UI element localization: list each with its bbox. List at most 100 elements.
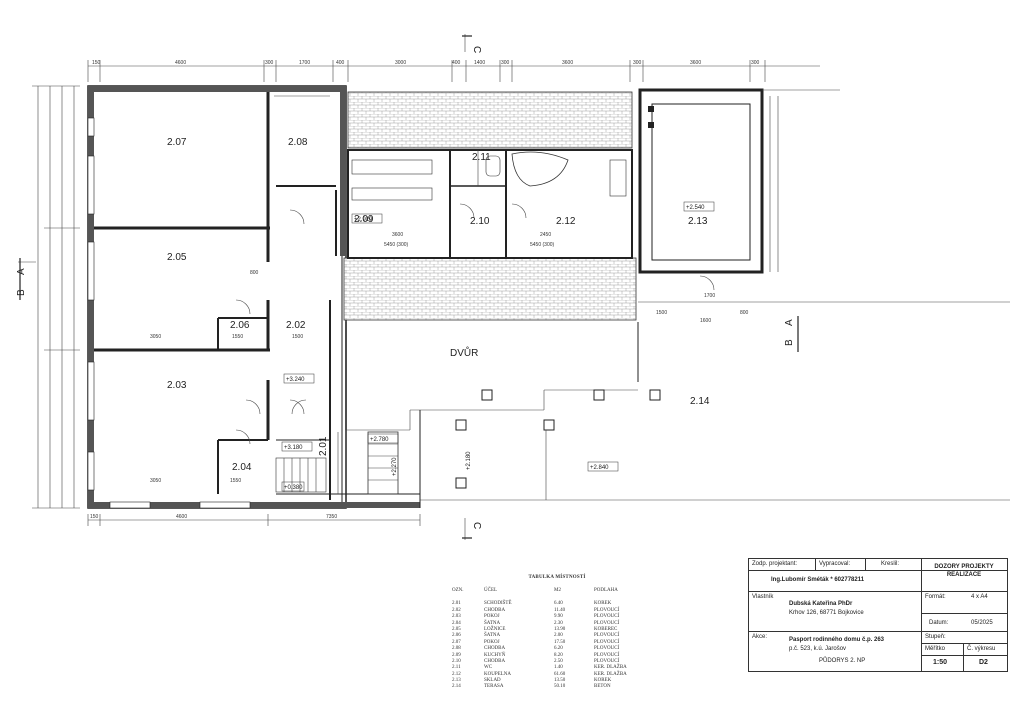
engineer-name: Ing.Lubomír Sméták * 602778211	[771, 577, 865, 583]
section-mark-b-a-right: A B	[784, 316, 799, 352]
format-value: 4 x A4	[971, 594, 988, 600]
drawing-name: PŮDORYS 2. NP	[819, 658, 866, 664]
top-dim: 300	[501, 60, 510, 66]
cell: 2.09	[452, 652, 461, 658]
cell: POKOJ	[484, 639, 500, 645]
cell: POKOJ	[484, 614, 500, 620]
cell: CHODBA	[484, 607, 506, 613]
bottom-dim: 7350	[326, 514, 337, 520]
cell: SCHODIŠTĚ	[484, 601, 512, 607]
top-dim: 1700	[299, 60, 310, 66]
room-label-2-02: 2.02	[286, 320, 306, 331]
cell: KOREK	[594, 678, 612, 684]
cell: CHODBA	[484, 646, 506, 652]
drawing-number: D2	[979, 659, 988, 666]
cell: PLOVOUCÍ	[594, 607, 620, 613]
table-row: 2.04 ŠATNA 2.30 PLOVOUCÍ	[452, 621, 662, 627]
divider	[749, 631, 1007, 632]
label-meritko: Měřítko	[925, 646, 946, 652]
section-mark-c-bottom: C	[462, 518, 482, 540]
cell: PLOVOUCÍ	[594, 652, 620, 658]
level-mark: +0.380	[284, 485, 303, 491]
cell: TERASA	[484, 684, 504, 690]
parcel-value: p.č. 523, k.ú. Jarošov	[789, 646, 847, 652]
section-mark-c-top: C	[462, 34, 482, 53]
staircase	[275, 431, 399, 495]
divider	[963, 643, 964, 671]
title-block: Zodp. projektant: Vypracoval: Kreslil: D…	[748, 558, 1008, 672]
cell: 61.60	[554, 671, 566, 677]
room-labels: 2.07 2.08 2.05 2.06 2.02 2.03 2.04 2.01 …	[167, 137, 710, 473]
header-cell: ÚČEL	[484, 588, 498, 593]
label-vypracoval: Vypracoval:	[819, 561, 851, 567]
level-mark: +2.780	[370, 437, 389, 443]
section-mark-b-a-left: A B	[16, 258, 36, 300]
bottom-dim: 150	[90, 514, 99, 520]
top-dim: 3600	[562, 60, 573, 66]
cell: ŠATNA	[484, 633, 501, 639]
cell: 2.50	[554, 658, 563, 664]
inner-dim: 1550	[230, 478, 241, 484]
header-cell: PODLAHA	[594, 588, 618, 593]
cell: 2.10	[452, 658, 461, 664]
divider	[921, 613, 1007, 614]
label-cislo: Č. výkresu	[967, 646, 996, 652]
inner-dim: 800	[740, 310, 749, 316]
level-mark: +2.840	[590, 465, 609, 471]
bottom-dimension-line: 150 4600 7350	[87, 514, 421, 526]
scale-value: 1:50	[933, 659, 948, 666]
top-dim: 4600	[175, 60, 186, 66]
cell: WC	[484, 665, 493, 671]
room-label-2-10: 2.10	[470, 216, 490, 227]
inner-dim: 3050	[150, 478, 161, 484]
cell: 2.14	[452, 684, 461, 690]
label-datum: Datum:	[929, 620, 949, 626]
cell: PLOVOUCÍ	[594, 646, 620, 652]
top-dim: 1400	[474, 60, 485, 66]
inner-dim: 3050	[150, 334, 161, 340]
cell: ŠATNA	[484, 620, 501, 626]
top-dim: 3600	[690, 60, 701, 66]
room-label-2-12: 2.12	[556, 216, 576, 227]
inner-dim: 1600	[700, 318, 711, 324]
room-label-2-03: 2.03	[167, 380, 187, 391]
cell: 17.50	[554, 639, 566, 645]
room-label-2-14: 2.14	[690, 396, 710, 407]
bottom-dim: 4600	[176, 514, 187, 520]
inner-dimensions: 3600 5450 (300) 2450 5450 (300) 1700 160…	[150, 232, 749, 484]
cell: 2.30	[554, 620, 563, 626]
cell: 2.11	[452, 665, 461, 671]
level-mark: +2.540	[686, 205, 705, 211]
cell: KUCHYŇ	[484, 652, 506, 658]
divider	[921, 559, 922, 591]
label-kreslil: Kreslil:	[881, 561, 900, 567]
inner-dim: 800	[250, 270, 259, 276]
cell: 2.04	[452, 620, 461, 626]
cell: 2.07	[452, 639, 461, 645]
room-table-header: OZN. ÚČEL M2 PODLAHA	[452, 588, 662, 594]
inner-dim: 5450 (300)	[384, 242, 409, 248]
header-cell: M2	[554, 588, 561, 593]
level-mark: +2.270	[392, 457, 398, 476]
cell: PLOVOUCÍ	[594, 620, 620, 626]
title-row-header	[749, 559, 1007, 571]
divider	[921, 655, 1007, 656]
owner-name: Dubská Kateřina PhDr	[789, 601, 853, 607]
cell: 6.20	[554, 646, 563, 652]
top-dim: 300	[633, 60, 642, 66]
section-label: A	[784, 319, 795, 326]
room-label-2-11: 2.11	[472, 152, 491, 163]
section-label: A	[16, 268, 27, 275]
inner-dim: 1500	[656, 310, 667, 316]
divider	[921, 643, 1007, 644]
table-row: 2.08 CHODBA 6.20 PLOVOUCÍ	[452, 646, 662, 652]
firm-name: DOZORY PROJEKTY REALIZACE	[934, 564, 994, 578]
room-label-2-04: 2.04	[232, 462, 252, 473]
cell: 2.08	[452, 646, 461, 652]
cell: PLOVOUCÍ	[594, 614, 620, 620]
section-label: C	[471, 522, 482, 529]
